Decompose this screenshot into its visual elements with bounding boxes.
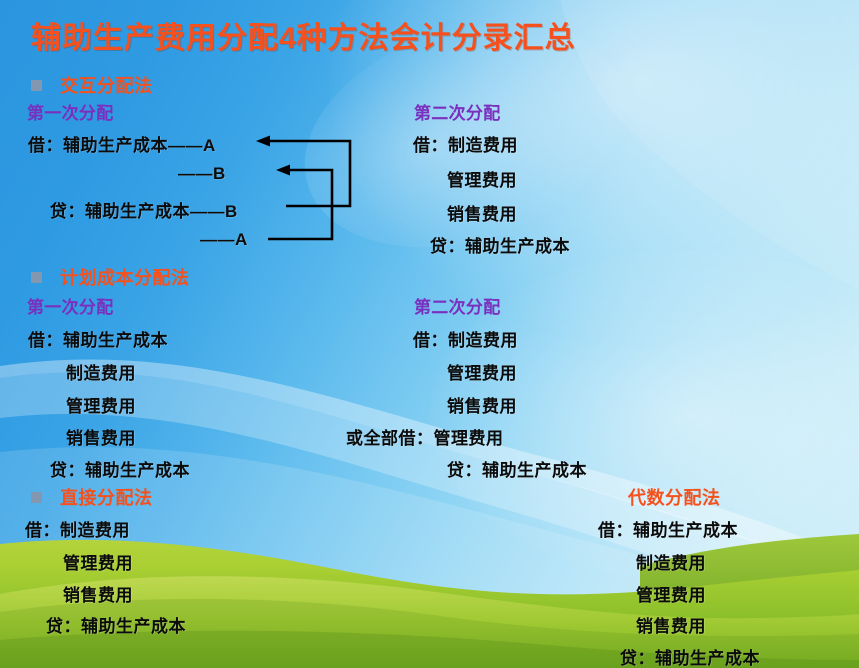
section-heading-jiaohu: 交互分配法 — [31, 72, 153, 98]
entry-line-s2r-2: 销售费用 — [447, 397, 517, 416]
A-to-B-feedback-arrow — [268, 168, 334, 241]
square-bullet-icon — [31, 271, 42, 283]
entry-line-s3l-2: 销售费用 — [63, 586, 133, 605]
square-bullet-icon — [31, 491, 42, 503]
entry-line-s1l-2: 贷：辅助生产成本——B — [50, 202, 238, 221]
section-heading-zhijie: 直接分配法 — [31, 484, 153, 510]
entry-line-s3r-0: 借：辅助生产成本 — [598, 521, 738, 540]
A-to-B-arrowhead-icon — [276, 164, 290, 176]
entry-line-s1r-3: 贷：辅助生产成本 — [430, 237, 570, 256]
entry-line-s2l-1: 制造费用 — [66, 364, 136, 383]
section-title-text: 计划成本分配法 — [60, 268, 190, 288]
entry-line-s1l-0: 借：辅助生产成本——A — [28, 136, 216, 155]
entry-line-s2r-1: 管理费用 — [447, 364, 517, 383]
entry-line-s2l-3: 销售费用 — [66, 429, 136, 448]
grass-hills — [0, 534, 859, 668]
B-to-A-arrowhead-icon — [256, 135, 270, 147]
square-bullet-icon — [31, 79, 42, 91]
subheading-s2-right: 第二次分配 — [414, 298, 501, 317]
entry-line-s3r-3: 销售费用 — [636, 617, 706, 636]
entry-line-s3r-1: 制造费用 — [636, 554, 706, 573]
section-heading-daishu: 代数分配法 — [628, 484, 721, 510]
entry-line-s2l-4: 贷：辅助生产成本 — [50, 461, 190, 480]
entry-line-s1l-1: ——B — [178, 164, 226, 183]
entry-line-s1l-3: ——A — [200, 230, 248, 249]
entry-line-s3l-1: 管理费用 — [63, 554, 133, 573]
entry-line-s2r-0: 借：制造费用 — [413, 331, 518, 350]
subheading-s1-left: 第一次分配 — [27, 104, 114, 123]
entry-line-s2l-2: 管理费用 — [66, 397, 136, 416]
subheading-s2-left: 第一次分配 — [27, 298, 114, 317]
entry-line-s3l-0: 借：制造费用 — [25, 521, 130, 540]
entry-line-s2r-4: 贷：辅助生产成本 — [447, 461, 587, 480]
section-title-text: 代数分配法 — [628, 488, 721, 508]
section-heading-jihua: 计划成本分配法 — [31, 264, 190, 290]
section-title-text: 交互分配法 — [60, 76, 153, 96]
entry-line-s1r-2: 销售费用 — [447, 205, 517, 224]
entry-line-s2r-3: 或全部借：管理费用 — [346, 429, 504, 448]
entry-line-s3r-4: 贷：辅助生产成本 — [620, 649, 760, 668]
entry-line-s1r-1: 管理费用 — [447, 171, 517, 190]
section-title-text: 直接分配法 — [60, 488, 153, 508]
entry-line-s2l-0: 借：辅助生产成本 — [28, 331, 168, 350]
subheading-s1-right: 第二次分配 — [414, 104, 501, 123]
page-title: 辅助生产费用分配4种方法会计分录汇总 — [31, 22, 576, 55]
B-to-A-feedback-arrow — [262, 139, 352, 208]
entry-line-s3r-2: 管理费用 — [636, 586, 706, 605]
entry-line-s1r-0: 借：制造费用 — [413, 136, 518, 155]
entry-line-s3l-3: 贷：辅助生产成本 — [46, 617, 186, 636]
